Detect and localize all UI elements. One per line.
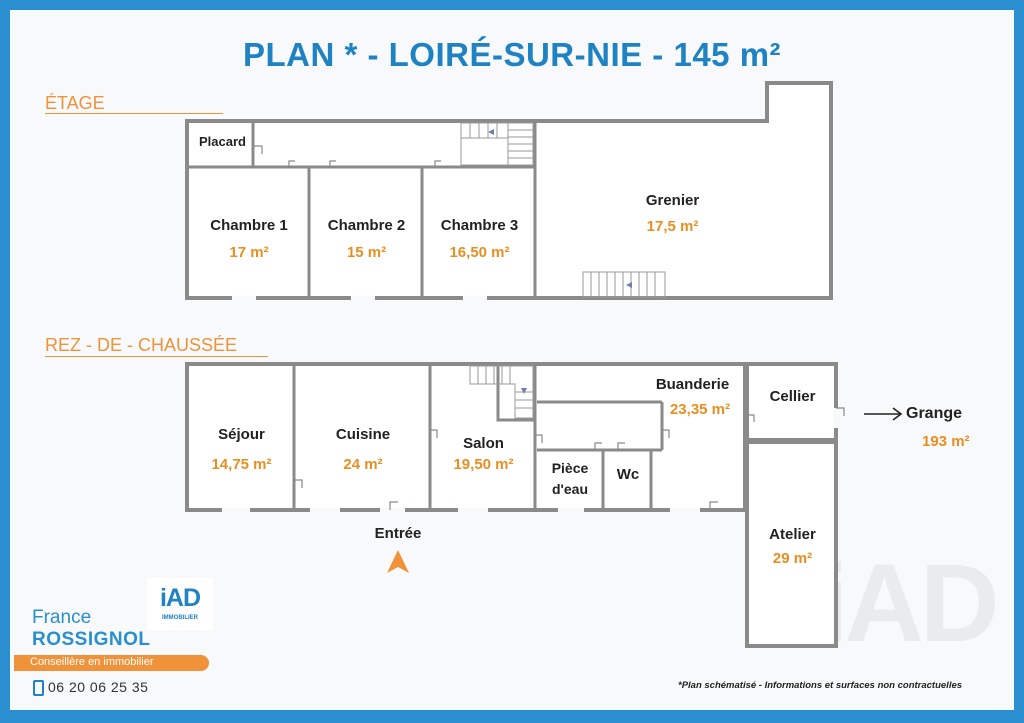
- watermark-logo: iAD: [818, 542, 999, 665]
- room-area-salon: 19,50 m²: [453, 456, 514, 473]
- agent-phone[interactable]: 06 20 06 25 35: [48, 679, 149, 695]
- room-area-cuisine: 24 m²: [343, 456, 383, 473]
- agent-role-bar: [14, 655, 209, 671]
- room-area-sejour: 14,75 m²: [211, 456, 272, 473]
- atelier-outline: [745, 440, 838, 648]
- staircase-icon: [460, 122, 534, 166]
- room-label-salon: Salon: [463, 435, 504, 452]
- room-label-cuisine: Cuisine: [335, 426, 391, 443]
- triangle-up-icon: [387, 550, 409, 573]
- room-label-atelier: Atelier: [769, 526, 816, 543]
- room-label-chambre1: Chambre 1: [210, 217, 288, 234]
- staircase-icon-ground: [469, 365, 534, 419]
- agent-last-name: ROSSIGNOL: [32, 629, 151, 650]
- room-label-piece-eau-line2: d'eau: [551, 481, 588, 497]
- arrow-right-icon: [864, 407, 903, 421]
- section-label-ground: REZ - DE - CHAUSSÉE: [45, 335, 238, 355]
- room-label-chambre3: Chambre 3: [440, 217, 519, 234]
- wall-stair-box: [496, 364, 535, 422]
- section-underline-ground: [45, 356, 268, 357]
- section-underline-upper: [45, 113, 223, 114]
- iad-logo: iAD IMMOBILIER: [147, 578, 213, 630]
- section-label-upper: ÉTAGE: [45, 93, 105, 113]
- room-area-atelier: 29 m²: [772, 550, 813, 567]
- entrance-label: Entrée: [374, 525, 422, 542]
- room-area-buanderie: 23,35 m²: [669, 401, 731, 418]
- room-label-chambre2: Chambre 2: [327, 217, 406, 234]
- room-label-piece-eau-line1: Pièce: [551, 460, 589, 476]
- iad-logo-text: iAD: [159, 584, 201, 612]
- room-area-grenier: 17,5 m²: [646, 218, 699, 235]
- floor-plan-frame: iAD PLAN * - LOIRÉ-SUR-NIE - 145 m² ÉTAG…: [10, 10, 1014, 710]
- room-area-chambre2: 15 m²: [346, 244, 387, 261]
- iad-logo-subtext: IMMOBILIER: [162, 615, 198, 621]
- room-area-chambre1: 17 m²: [229, 244, 269, 261]
- room-label-wc: Wc: [616, 466, 640, 483]
- upper-floor-outline: [185, 81, 833, 300]
- mobile-phone-icon: [33, 680, 44, 696]
- agent-role: Conseillère en immobilier: [30, 656, 154, 668]
- page-title: PLAN * - LOIRÉ-SUR-NIE - 145 m²: [242, 36, 782, 73]
- room-label-placard: Placard: [199, 134, 246, 149]
- room-label-grenier: Grenier: [645, 192, 700, 209]
- room-label-cellier: Cellier: [769, 388, 816, 405]
- room-label-grange: Grange: [906, 405, 963, 422]
- room-label-buanderie: Buanderie: [655, 376, 730, 393]
- floor-plan-drawing: [185, 81, 903, 648]
- disclaimer: *Plan schématisé - Informations et surfa…: [678, 680, 963, 691]
- room-label-sejour: Séjour: [218, 426, 265, 443]
- room-area-grange: 193 m²: [922, 433, 970, 450]
- agent-first-name: France: [32, 607, 92, 628]
- room-area-chambre3: 16,50 m²: [449, 244, 510, 261]
